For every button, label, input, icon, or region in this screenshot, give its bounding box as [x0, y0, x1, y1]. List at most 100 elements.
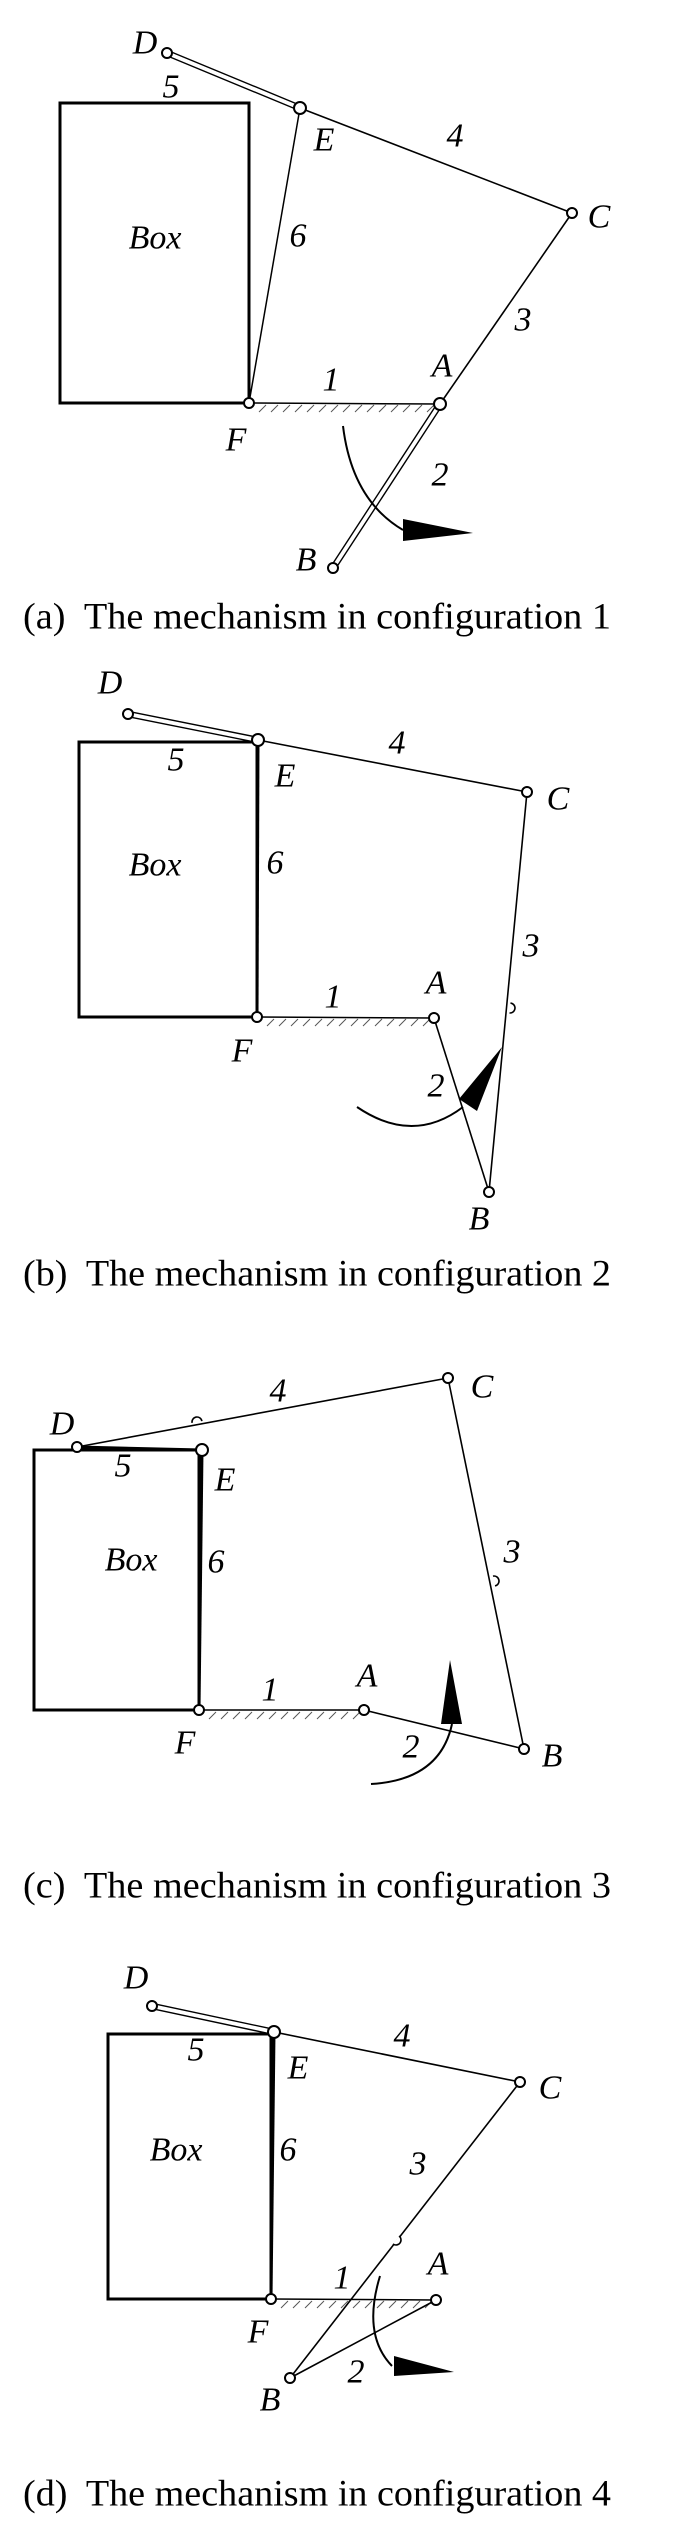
hatch-mark: [376, 2300, 385, 2309]
rotation-arrow-icon: [356, 1047, 502, 1127]
panel-caption: (d) The mechanism in configuration 4: [23, 2474, 611, 2515]
hatch-mark: [268, 1711, 277, 1720]
link-5: [151, 2002, 275, 2036]
hatch-mark: [400, 2300, 409, 2309]
point-label-C: C: [539, 2070, 562, 2107]
point-label-A: A: [426, 2246, 449, 2283]
hatch-mark: [318, 404, 327, 413]
hatch-mark: [304, 2300, 313, 2309]
point-label-D: D: [97, 665, 123, 702]
hatch-mark: [390, 404, 399, 413]
hatch-mark: [340, 2300, 349, 2309]
joint-F: [251, 1011, 263, 1023]
hatch-mark: [350, 1018, 359, 1027]
hatch-mark: [398, 1018, 407, 1027]
link-4: [299, 107, 573, 214]
hatch-mark: [402, 404, 411, 413]
joint-C: [442, 1372, 454, 1384]
link-label-4: 4: [270, 1373, 287, 1410]
hatch-mark: [292, 2300, 301, 2309]
crossing-bump: [509, 1002, 516, 1014]
joint-B: [483, 1186, 495, 1198]
point-label-D: D: [123, 1960, 149, 1997]
hatch-mark: [316, 1711, 325, 1720]
crossing-bump: [392, 2235, 402, 2246]
link-3: [289, 2081, 521, 2379]
joint-B: [518, 1743, 530, 1755]
link-2: [289, 2299, 437, 2379]
link-6: [197, 1449, 204, 1711]
hatch-mark: [352, 1711, 361, 1720]
link-label-2: 2: [432, 457, 449, 494]
hatch-mark: [280, 1711, 289, 1720]
hatch-mark: [366, 404, 375, 413]
hatch-mark: [208, 1711, 217, 1720]
joint-E: [267, 2025, 281, 2039]
point-label-E: E: [214, 1462, 236, 1499]
crossing-bump: [191, 1416, 203, 1424]
rotation-arrow-icon: [370, 1660, 462, 1785]
joint-C: [514, 2076, 526, 2088]
link-label-4: 4: [394, 2018, 411, 2055]
link-label-6: 6: [208, 1544, 225, 1581]
hatch-mark: [414, 404, 423, 413]
link-label-2: 2: [428, 1068, 445, 1105]
point-label-A: A: [430, 348, 453, 385]
box-label: Box: [150, 2132, 203, 2169]
link-label-5: 5: [168, 742, 185, 779]
link-label-6: 6: [290, 218, 307, 255]
ground-link-1: [248, 402, 441, 413]
hatch-mark: [232, 1711, 241, 1720]
point-label-F: F: [247, 2314, 270, 2351]
hatch-mark: [302, 1018, 311, 1027]
hatch-mark: [258, 404, 267, 413]
joint-E: [251, 733, 265, 747]
link-2: [363, 1709, 525, 1750]
link-4: [273, 2031, 521, 2083]
link-label-3: 3: [503, 1534, 521, 1571]
hatch-mark: [292, 1711, 301, 1720]
hatch-mark: [410, 1018, 419, 1027]
hatch-mark: [328, 2300, 337, 2309]
hatch-mark: [426, 404, 435, 413]
point-label-F: F: [225, 422, 248, 459]
hatch-mark: [256, 1711, 265, 1720]
joint-A: [428, 1012, 440, 1024]
joint-B: [327, 562, 339, 574]
point-label-C: C: [471, 1369, 494, 1406]
hatch-mark: [282, 404, 291, 413]
link-3: [439, 212, 573, 405]
link-label-6: 6: [280, 2132, 297, 2169]
joint-A: [358, 1704, 370, 1716]
point-label-A: A: [424, 965, 447, 1002]
link-6: [269, 2031, 276, 2300]
point-label-E: E: [313, 122, 335, 159]
hatch-mark: [354, 404, 363, 413]
hatch-mark: [314, 1018, 323, 1027]
panel-caption: (b) The mechanism in configuration 2: [23, 1254, 611, 1295]
box-label: Box: [129, 847, 182, 884]
hatch-mark: [290, 1018, 299, 1027]
joint-F: [243, 397, 255, 409]
link-5: [165, 49, 302, 112]
link-label-3: 3: [522, 928, 540, 965]
link-5: [127, 710, 259, 744]
joint-C: [521, 786, 533, 798]
hatch-mark: [374, 1018, 383, 1027]
hatch-mark: [326, 1018, 335, 1027]
joint-E: [195, 1443, 209, 1457]
ground-link-1: [199, 1709, 364, 1720]
hatch-mark: [220, 1711, 229, 1720]
point-label-F: F: [231, 1033, 254, 1070]
hatch-mark: [280, 2300, 289, 2309]
ground-link-1: [270, 2298, 437, 2309]
link-2: [433, 1017, 490, 1193]
joint-A: [430, 2294, 442, 2306]
crossing-bump: [492, 1575, 500, 1587]
hatch-mark: [278, 1018, 287, 1027]
joint-A: [433, 397, 447, 411]
hatch-mark: [386, 1018, 395, 1027]
hatch-mark: [378, 404, 387, 413]
hatch-mark: [388, 2300, 397, 2309]
